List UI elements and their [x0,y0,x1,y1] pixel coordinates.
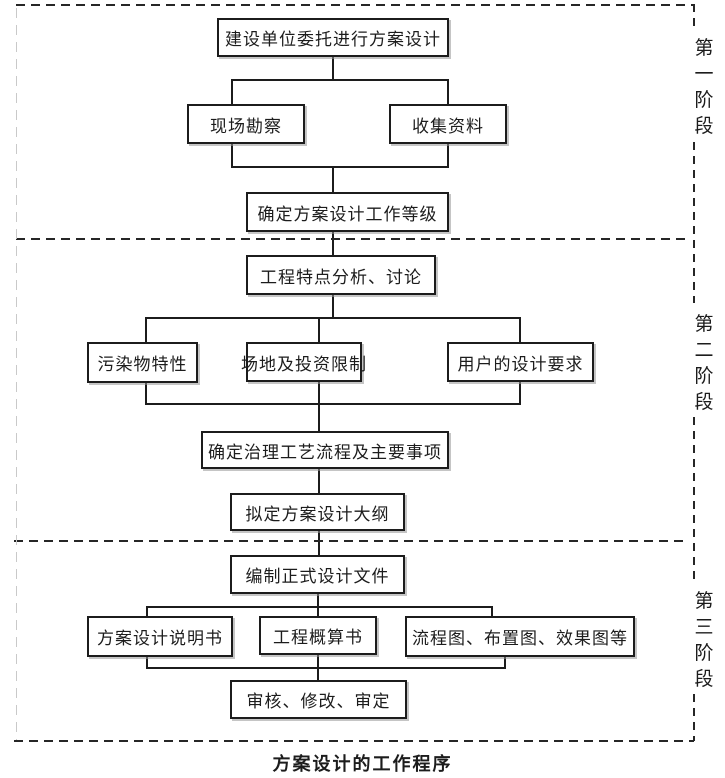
flow-box-drawings: 流程图、布置图、效果图等 [405,616,635,657]
connector [231,166,449,168]
connector [491,606,493,620]
stage-divider-1-2 [16,238,688,240]
flow-box-site-survey: 现场勘察 [187,104,305,144]
connector [318,403,320,556]
stage-divider-2-3 [14,540,686,542]
left-border-dashed-line [16,8,17,740]
flow-box-site-investment: 场地及投资限制 [241,342,366,382]
flow-box-review: 审核、修改、审定 [230,680,407,719]
flow-box-pollutant-traits: 污染物特性 [87,342,198,383]
connector [231,79,449,81]
connector [317,667,319,682]
stage-label-1: 第一阶段 [694,38,714,137]
connector [504,653,506,669]
flow-box-work-level: 确定方案设计工作等级 [246,192,449,232]
flow-box-cost-estimate: 工程概算书 [259,616,377,655]
connector [332,293,334,319]
connector [146,667,506,669]
stage-label-3: 第三阶段 [694,591,714,690]
connector [332,54,334,81]
connector [145,403,521,405]
flow-box-process-main-items: 确定治理工艺流程及主要事项 [201,431,449,469]
stage-divider-bottom [14,740,694,742]
flow-box-formal-documents: 编制正式设计文件 [230,555,405,594]
right-border-dashed-segment-3 [693,417,695,580]
right-border-dashed-segment-2 [693,142,695,303]
flow-box-feature-analysis: 工程特点分析、讨论 [246,255,436,295]
flow-box-design-outline: 拟定方案设计大纲 [230,493,405,531]
connector [146,606,493,608]
right-border-dashed-segment-4 [693,694,695,741]
flow-box-user-requirements: 用户的设计要求 [447,342,594,382]
flow-box-commission: 建设单位委托进行方案设计 [217,18,449,57]
stage-divider-top [16,4,693,6]
flow-box-collect-data: 收集资料 [389,104,507,144]
stage-label-2: 第二阶段 [694,314,714,413]
flow-box-design-description: 方案设计说明书 [87,616,233,657]
connector [145,317,521,319]
diagram-caption: 方案设计的工作程序 [272,754,453,774]
connector [317,592,319,608]
right-border-dashed-segment-1 [693,4,695,31]
